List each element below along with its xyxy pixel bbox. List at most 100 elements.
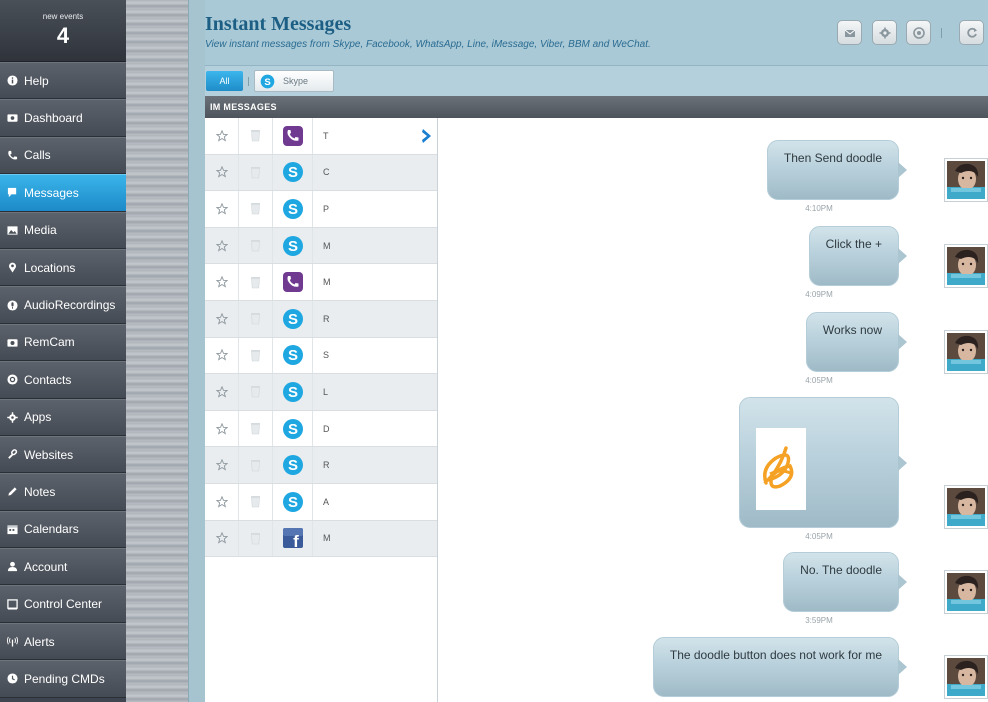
- favorite-star-button[interactable]: [205, 227, 239, 264]
- sidebar-item-dashboard[interactable]: Dashboard: [0, 99, 126, 137]
- skype-icon: S: [260, 74, 275, 88]
- message-timestamp: 3:59PM: [805, 616, 833, 625]
- gear-icon: [6, 411, 18, 423]
- sidebar-item-apps[interactable]: Apps: [0, 398, 126, 436]
- favorite-star-button[interactable]: [205, 191, 239, 227]
- delete-button[interactable]: [239, 154, 273, 191]
- favorite-star-button[interactable]: [205, 118, 239, 154]
- sidebar-item-locations[interactable]: Locations: [0, 248, 126, 287]
- delete-button[interactable]: [239, 410, 273, 447]
- section-header: IM MESSAGES: [205, 96, 988, 118]
- sidebar-item-media[interactable]: Media: [0, 211, 126, 249]
- message-text: Then Send doodle: [783, 151, 882, 165]
- delete-button[interactable]: [239, 337, 273, 374]
- delete-button[interactable]: [239, 447, 273, 483]
- favorite-star-button[interactable]: [205, 483, 239, 520]
- settings-button[interactable]: [872, 20, 897, 45]
- app-icon-cell: S: [273, 337, 313, 374]
- contact-name: C: [323, 167, 330, 178]
- message-timestamp: 4:09PM: [805, 290, 833, 299]
- sidebar-item-account[interactable]: Account: [0, 548, 126, 586]
- antenna-icon: [6, 636, 18, 648]
- sidebar-item-label: Locations: [24, 260, 76, 275]
- filter-all-button[interactable]: All: [206, 71, 243, 91]
- sidebar-item-control-center[interactable]: Control Center: [0, 585, 126, 623]
- delete-button[interactable]: [239, 483, 273, 520]
- filter-skype-button[interactable]: S Skype: [254, 70, 334, 92]
- star-icon: [215, 276, 228, 288]
- conversation-row[interactable]: T: [205, 118, 437, 155]
- sidebar-item-remcam[interactable]: RemCam: [0, 323, 126, 362]
- new-events-count: 4: [56, 23, 70, 48]
- avatar: [944, 485, 988, 529]
- sidebar-item-alerts[interactable]: Alerts: [0, 622, 126, 661]
- delete-button[interactable]: [239, 374, 273, 410]
- message-text: Works now: [822, 323, 882, 337]
- delete-button[interactable]: [239, 227, 273, 264]
- app-icon-cell: [273, 264, 313, 300]
- avatar: [944, 244, 988, 288]
- favorite-star-button[interactable]: [205, 520, 239, 557]
- favorite-star-button[interactable]: [205, 447, 239, 483]
- message-bubble: The doodle button does not work for me: [652, 637, 907, 697]
- favorite-star-button[interactable]: [205, 300, 239, 337]
- new-events-counter[interactable]: new events 4: [0, 0, 126, 62]
- trash-icon: [251, 276, 260, 288]
- at-button[interactable]: [906, 20, 931, 45]
- conversation-row[interactable]: M: [205, 264, 437, 301]
- sidebar-item-label: AudioRecordings: [24, 298, 116, 313]
- new-events-label: new events: [42, 12, 84, 21]
- contact-name: M: [323, 533, 331, 544]
- bubble-tail: [898, 574, 907, 590]
- refresh-button[interactable]: [959, 20, 984, 45]
- delete-button[interactable]: [239, 191, 273, 227]
- delete-button[interactable]: [239, 264, 273, 300]
- contact-avatar-image: [947, 333, 985, 371]
- sidebar-item-audiorecordings[interactable]: AudioRecordings: [0, 286, 126, 324]
- sidebar-item-calendars[interactable]: Calendars: [0, 510, 126, 549]
- svg-text:S: S: [287, 457, 297, 474]
- sidebar-item-help[interactable]: Help: [0, 62, 126, 100]
- sidebar-item-pending-cmds[interactable]: Pending CMDs: [0, 660, 126, 698]
- viber-icon: [282, 272, 303, 293]
- trash-icon: [251, 349, 260, 362]
- sidebar-item-contacts[interactable]: Contacts: [0, 361, 126, 399]
- sidebar-item-notes[interactable]: Notes: [0, 473, 126, 511]
- email-icon: [844, 29, 855, 37]
- svg-text:S: S: [287, 348, 297, 365]
- sidebar-item-label: Control Center: [24, 597, 103, 612]
- sidebar-item-websites[interactable]: Websites: [0, 435, 126, 474]
- star-icon: [215, 495, 228, 508]
- delete-button[interactable]: [239, 118, 273, 154]
- favorite-star-button[interactable]: [205, 374, 239, 410]
- svg-text:S: S: [287, 201, 297, 218]
- app-icon-cell: S: [273, 300, 313, 337]
- sidebar-item-messages[interactable]: Messages: [0, 174, 126, 212]
- star-icon: [215, 532, 228, 544]
- delete-button[interactable]: [239, 300, 273, 337]
- favorite-star-button[interactable]: [205, 410, 239, 447]
- favorite-star-button[interactable]: [205, 154, 239, 191]
- email-button[interactable]: [837, 20, 862, 45]
- message-bubble: [739, 397, 907, 528]
- sidebar-item-calls[interactable]: Calls: [0, 136, 126, 175]
- delete-button[interactable]: [239, 520, 273, 557]
- bubble-tail: [898, 659, 907, 675]
- sidebar-item-label: Apps: [24, 410, 52, 425]
- favorite-star-button[interactable]: [205, 264, 239, 300]
- doodle-image[interactable]: [756, 428, 806, 510]
- favorite-star-button[interactable]: [205, 337, 239, 374]
- gear-icon: [879, 27, 890, 38]
- message-text: No. The doodle: [800, 563, 882, 577]
